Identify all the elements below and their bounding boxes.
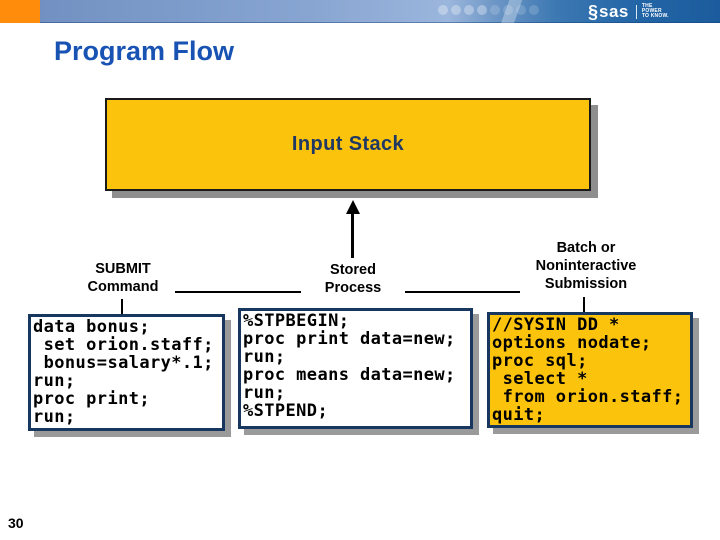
label-line: Batch or (556, 240, 616, 256)
header-blue-bar: § sas THE POWER TO KNOW. (40, 0, 720, 26)
label-line: Stored (330, 262, 376, 278)
dot-icon (503, 5, 513, 15)
label-submit-command: SUBMIT Command (63, 260, 183, 296)
code-box-batch-submission: //SYSIN DD * options nodate; proc sql; s… (487, 312, 693, 428)
code-line: run; (243, 383, 286, 403)
header-dots-decoration (438, 5, 539, 15)
tagline-line: TO KNOW. (641, 13, 669, 19)
tagline-line: POWER (641, 8, 662, 14)
page-number: 30 (8, 515, 24, 531)
dot-icon (477, 5, 487, 15)
code-line: proc means data=new; (243, 365, 456, 385)
sas-logo: § sas THE POWER TO KNOW. (588, 0, 669, 23)
label-line: Submission (544, 276, 628, 292)
tagline-line: THE (641, 3, 653, 9)
code-line: run; (33, 371, 76, 391)
connector-tick-batch (583, 297, 585, 313)
dot-icon (438, 5, 448, 15)
logo-divider (635, 4, 637, 19)
sas-tagline: THE POWER TO KNOW. (642, 4, 669, 19)
arrow-up-icon (346, 200, 360, 214)
code-line: quit; (492, 405, 546, 425)
code-line: from orion.staff; (492, 387, 684, 407)
code-line: %STPEND; (243, 401, 329, 421)
code-box-submit-command: data bonus; set orion.staff; bonus=salar… (28, 314, 225, 431)
header-orange-block (0, 0, 40, 23)
code-line: select * (492, 369, 588, 389)
code-line: set orion.staff; (33, 335, 214, 355)
arrow-up-shaft (351, 212, 354, 258)
label-line: Noninteractive (535, 258, 637, 274)
label-batch-noninteractive: Batch or Noninteractive Submission (505, 239, 667, 293)
code-line: options nodate; (492, 333, 652, 353)
code-line: proc print data=new; (243, 329, 456, 349)
label-stored-process: Stored Process (301, 261, 405, 297)
header-bar: § sas THE POWER TO KNOW. (0, 0, 720, 26)
dot-icon (529, 5, 539, 15)
connector-tick-submit (121, 299, 123, 315)
page-title: Program Flow (54, 36, 235, 66)
code-line: proc print; (33, 389, 150, 409)
dot-icon (516, 5, 526, 15)
code-line: data bonus; (33, 317, 150, 337)
sas-logo-text: sas (599, 2, 629, 21)
dot-icon (490, 5, 500, 15)
label-line: Command (87, 279, 159, 295)
code-line: run; (33, 407, 76, 427)
code-line: //SYSIN DD * (492, 315, 620, 335)
code-box-stored-process: %STPBEGIN; proc print data=new; run; pro… (238, 308, 473, 429)
sas-logo-icon: § (588, 1, 599, 22)
code-line: %STPBEGIN; (243, 311, 350, 331)
label-line: Process (324, 280, 382, 296)
code-line: bonus=salary*.1; (33, 353, 214, 373)
code-line: run; (243, 347, 286, 367)
label-line: SUBMIT (95, 261, 151, 277)
input-stack-box: Input Stack (105, 98, 591, 191)
input-stack-label: Input Stack (291, 133, 405, 155)
dot-icon (451, 5, 461, 15)
dot-icon (464, 5, 474, 15)
code-line: proc sql; (492, 351, 588, 371)
